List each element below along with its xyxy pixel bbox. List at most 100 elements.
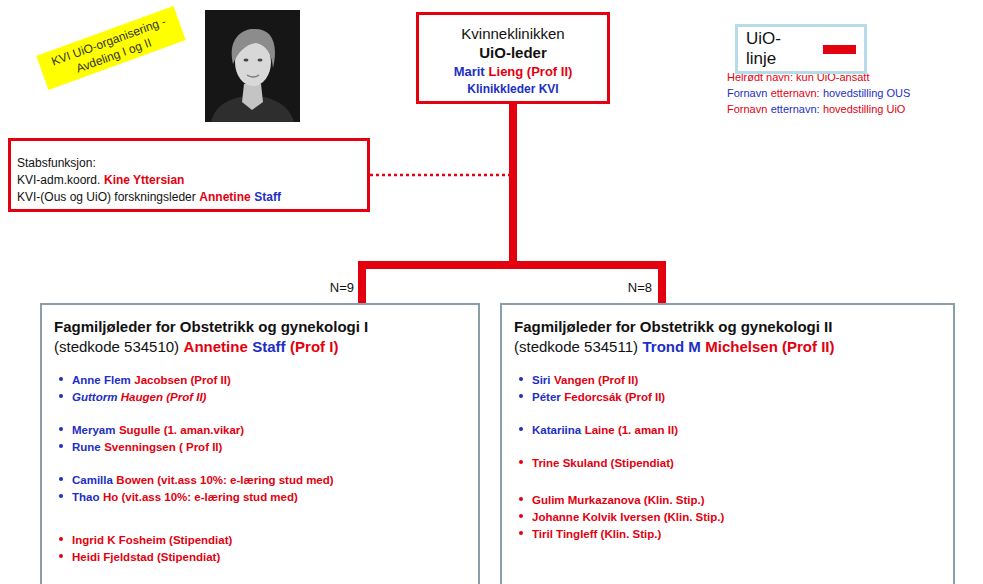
bullet-dot	[519, 531, 523, 535]
node-text: Camilla	[72, 474, 113, 486]
node-text: Trine Skuland (Stipendiat)	[532, 457, 674, 469]
node-text: KVI-(Ous og UiO) forskningsleder	[17, 190, 196, 204]
node-text: Anne Flem	[72, 374, 131, 386]
legend-swatch	[823, 45, 856, 54]
text-line: Klinikkleder KVI	[423, 80, 603, 97]
text-line: KVI-adm.koord. Kine Yttersian	[17, 171, 361, 188]
text-line: Stabsfunksjon:	[17, 154, 361, 171]
text-line: Thao Ho (vit.ass 10%: e-læring stud med)	[54, 488, 466, 505]
node-text: UiO-leder	[479, 44, 547, 61]
legend-note: Fornavn	[727, 103, 767, 115]
bullet-dot	[59, 427, 63, 431]
bullet-dot	[59, 444, 63, 448]
bullet-dot	[519, 394, 523, 398]
title-tag: KVI UiO-organisering -Avdeling I og II	[36, 6, 186, 90]
node-text: Kine Yttersian	[104, 173, 184, 187]
text-line: MaritLieng (Prof II)	[423, 62, 603, 80]
node-text: Fagmiljøleder for Obstetrikk og gynekolo…	[514, 318, 832, 335]
bullet-dot	[59, 377, 63, 381]
legend-note: Fornavn etternavn:hovedstilling UiO	[727, 100, 977, 117]
text-line: Trine Skuland (Stipendiat)	[514, 454, 941, 471]
legend-note: hovedstilling UiO	[823, 103, 906, 115]
node-text: Annetine	[184, 338, 248, 355]
node-text: Svenningsen ( Prof II)	[104, 441, 222, 453]
node-text: Siri	[532, 374, 551, 386]
node-text: Thao	[72, 491, 99, 503]
text-line: Fagmiljøleder for Obstetrikk og gynekolo…	[54, 317, 466, 337]
node-text: Kvinneklinikken	[461, 25, 564, 42]
legend-note: Fornavn	[727, 87, 767, 99]
text-line: Heidi Fjeldstad (Stipendiat)	[54, 548, 466, 565]
node-text: Guttorm	[72, 391, 117, 403]
text-line: PéterFedorcsák (Prof II)	[514, 388, 941, 405]
text-line: UiO-leder	[423, 43, 603, 62]
text-line: Johanne Kolvik Iversen (Klin. Stip.)	[514, 508, 941, 525]
node-text: Heidi Fjeldstad (Stipendiat)	[72, 551, 220, 563]
dotted-connector	[370, 104, 513, 175]
leader-box: KvinneklinikkenUiO-lederMaritLieng (Prof…	[416, 12, 610, 104]
unit-box: Fagmiljøleder for Obstetrikk og gynekolo…	[500, 303, 955, 584]
node-text: (stedkode 534511)	[514, 338, 638, 355]
text-line: KVI-(Ous og UiO) forskningslederAnnetine…	[17, 188, 361, 205]
legend-row: UiO-linje	[746, 29, 856, 69]
org-line	[362, 104, 513, 303]
count-label: N=9	[316, 279, 354, 295]
node-text: Michelsen (Prof II)	[705, 338, 834, 355]
bullet-dot	[59, 477, 63, 481]
node-text: (stedkode 534510)	[54, 338, 179, 355]
node-text: Trond M	[642, 338, 700, 355]
node-text: Ho (vit.ass 10%: e-læring stud med)	[103, 491, 298, 503]
text-line: Guttorm Haugen (Prof II)	[54, 388, 466, 405]
portrait-photo	[205, 10, 300, 122]
bullet-dot	[519, 514, 523, 518]
node-text: Fagmiljøleder for Obstetrikk og gynekolo…	[54, 318, 368, 335]
node-text: Johanne Kolvik Iversen (Klin. Stip.)	[532, 511, 724, 523]
text-line: Tiril Tingleff (Klin. Stip.)	[514, 525, 941, 542]
bullet-dot	[59, 537, 63, 541]
node-text: Sugulle (1. aman.vikar)	[119, 424, 244, 436]
text-line: RuneSvenningsen ( Prof II)	[54, 438, 466, 455]
node-text: Lieng (Prof II)	[489, 64, 573, 79]
node-text: Fedorcsák (Prof II)	[564, 391, 665, 403]
legend-note: hovedstilling OUS	[823, 87, 910, 99]
legend-text: UiO-linje	[746, 29, 809, 69]
text-line: Anne FlemJacobsen (Prof II)	[54, 371, 466, 388]
count-label: N=8	[628, 280, 652, 295]
node-text: KVI UiO-organisering -Avdeling I og II	[49, 14, 167, 75]
node-text: (Prof I)	[290, 338, 338, 355]
text-line: KVI UiO-organisering -Avdeling I og II	[43, 11, 179, 85]
bullet-dot	[519, 497, 523, 501]
text-line: Fagmiljøleder for Obstetrikk og gynekolo…	[514, 317, 941, 337]
text-line: (stedkode 534511)Trond M Michelsen (Prof …	[514, 337, 941, 357]
node-text: Staff	[252, 338, 285, 355]
bullet-dot	[59, 394, 63, 398]
bullet-dot	[519, 377, 523, 381]
node-text: Jacobsen (Prof II)	[134, 374, 231, 386]
node-text: Laine (1. aman II)	[585, 424, 678, 436]
text-line: CamillaBowen (vit.ass 10%: e-læring stud…	[54, 471, 466, 488]
unit-box: Fagmiljøleder for Obstetrikk og gynekolo…	[40, 303, 480, 584]
bullet-dot	[519, 460, 523, 464]
bullet-dot	[59, 554, 63, 558]
node-text: Tiril Tingleff (Klin. Stip.)	[532, 528, 661, 540]
text-line: Gulim Murkazanova (Klin. Stip.)	[514, 491, 941, 508]
count-label: N=9	[330, 280, 354, 295]
node-text: Rune	[72, 441, 101, 453]
count-label: N=8	[614, 279, 652, 295]
node-text: Ingrid K Fosheim (Stipendiat)	[72, 534, 232, 546]
node-text: KVI-adm.koord.	[17, 173, 100, 187]
text-line: SiriVangen (Prof II)	[514, 371, 941, 388]
text-line: Katariina Laine (1. aman II)	[514, 421, 941, 438]
text-line: MeryamSugulle (1. aman.vikar)	[54, 421, 466, 438]
legend-note: etternavn:	[771, 87, 820, 99]
node-text: Haugen (Prof II)	[121, 391, 207, 403]
legend-note: etternavn:	[771, 103, 820, 115]
node-text: Bowen (vit.ass 10%: e-læring stud med)	[116, 474, 333, 486]
node-text: Gulim Murkazanova (Klin. Stip.)	[532, 494, 705, 506]
node-text: Péter	[532, 391, 561, 403]
node-text: Annetine	[199, 190, 250, 204]
node-text: Katariina	[532, 424, 581, 436]
org-line	[513, 104, 662, 303]
text-line: Kvinneklinikken	[423, 24, 603, 43]
node-text: Staff	[254, 190, 281, 204]
